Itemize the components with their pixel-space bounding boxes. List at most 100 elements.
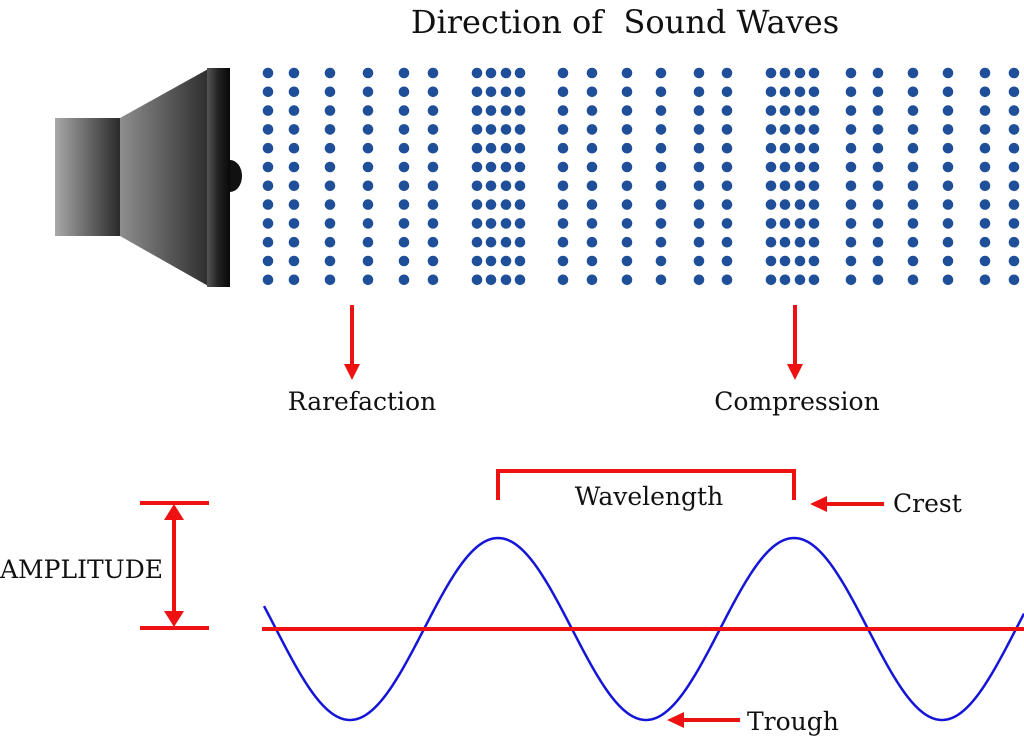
particle-dot <box>872 236 884 248</box>
particle-dot <box>586 274 598 286</box>
particle-dot <box>557 124 569 135</box>
particle-dot <box>288 124 300 135</box>
particle-dot <box>907 161 919 173</box>
particle-dot <box>765 142 777 154</box>
particle-dot <box>500 124 512 135</box>
particle-dot <box>979 218 991 229</box>
particle-dot <box>721 124 733 135</box>
particle-dot <box>907 218 919 229</box>
particle-dot <box>794 218 806 229</box>
particle-dot <box>621 142 633 154</box>
particle-dot <box>324 255 336 267</box>
particle-dot <box>288 236 300 248</box>
particle-dot <box>621 180 633 192</box>
particle-dot <box>872 199 884 210</box>
particle-dot <box>779 124 791 135</box>
particle-dot <box>362 86 374 98</box>
particle-dot <box>942 105 954 116</box>
particle-dot <box>324 199 336 210</box>
particle-dot <box>655 124 667 135</box>
particle-dot <box>721 67 733 79</box>
particle-dot <box>765 255 777 267</box>
particle-dot <box>485 236 497 248</box>
particle-dot <box>655 199 667 210</box>
particle-dot <box>765 199 777 210</box>
particle-dot <box>845 124 857 135</box>
particle-dot <box>942 180 954 192</box>
particle-dot <box>1008 180 1020 192</box>
particle-dot <box>655 236 667 248</box>
particle-dot <box>514 236 526 248</box>
particle-dot <box>621 67 633 79</box>
particle-dot <box>1008 255 1020 267</box>
particle-dot <box>1008 105 1020 116</box>
particle-dot <box>398 124 410 135</box>
particle-dot <box>655 161 667 173</box>
particle-dot <box>845 86 857 98</box>
particle-dot <box>721 199 733 210</box>
particle-dot <box>765 86 777 98</box>
amplitude-arrowhead-down <box>164 611 184 627</box>
particle-dot <box>721 218 733 229</box>
speaker-front-plate <box>207 68 230 287</box>
particle-dot <box>288 199 300 210</box>
particle-dot <box>500 161 512 173</box>
particle-dot <box>693 142 705 154</box>
particle-dot <box>500 255 512 267</box>
particle-dot <box>1008 67 1020 79</box>
particle-dot <box>621 274 633 286</box>
particle-dot <box>872 67 884 79</box>
particle-dot <box>794 67 806 79</box>
particle-dot <box>362 142 374 154</box>
particle-dot <box>262 142 274 154</box>
particle-dot <box>845 180 857 192</box>
particle-dot <box>362 67 374 79</box>
particle-dot <box>288 161 300 173</box>
particle-dot <box>324 105 336 116</box>
particle-dot <box>907 199 919 210</box>
particle-dot <box>362 180 374 192</box>
particle-dot <box>808 236 820 248</box>
particle-dot <box>514 199 526 210</box>
particle-dot <box>693 236 705 248</box>
particle-dot <box>721 236 733 248</box>
particle-dot <box>262 124 274 135</box>
particle-dot <box>262 180 274 192</box>
particle-dot <box>655 274 667 286</box>
particle-dot <box>427 142 439 154</box>
particle-dot <box>514 142 526 154</box>
particle-dot <box>288 180 300 192</box>
particle-dot <box>427 180 439 192</box>
particle-dot <box>721 105 733 116</box>
particle-dot <box>721 255 733 267</box>
particle-dot <box>324 161 336 173</box>
particle-dot <box>845 218 857 229</box>
wavelength-bracket <box>496 469 796 500</box>
particle-dot <box>779 180 791 192</box>
particle-dot <box>427 199 439 210</box>
particle-dot <box>808 180 820 192</box>
particle-dot <box>765 274 777 286</box>
particle-dot <box>471 142 483 154</box>
particle-dot <box>557 180 569 192</box>
particle-dot <box>845 105 857 116</box>
particle-dot <box>557 218 569 229</box>
particle-dot <box>288 142 300 154</box>
particle-dot <box>942 236 954 248</box>
particle-dot <box>845 142 857 154</box>
particle-dot <box>427 255 439 267</box>
particle-dot <box>907 67 919 79</box>
particle-dot <box>557 86 569 98</box>
particle-dot <box>324 180 336 192</box>
particle-dot <box>621 199 633 210</box>
sine-wave <box>262 536 1024 722</box>
particle-dot <box>721 86 733 98</box>
particle-dot <box>398 255 410 267</box>
particle-dot <box>872 274 884 286</box>
particle-dot <box>942 86 954 98</box>
particle-dot <box>693 274 705 286</box>
particle-dot <box>794 86 806 98</box>
particle-dot <box>1008 199 1020 210</box>
particle-dot <box>586 161 598 173</box>
particle-dot <box>942 161 954 173</box>
